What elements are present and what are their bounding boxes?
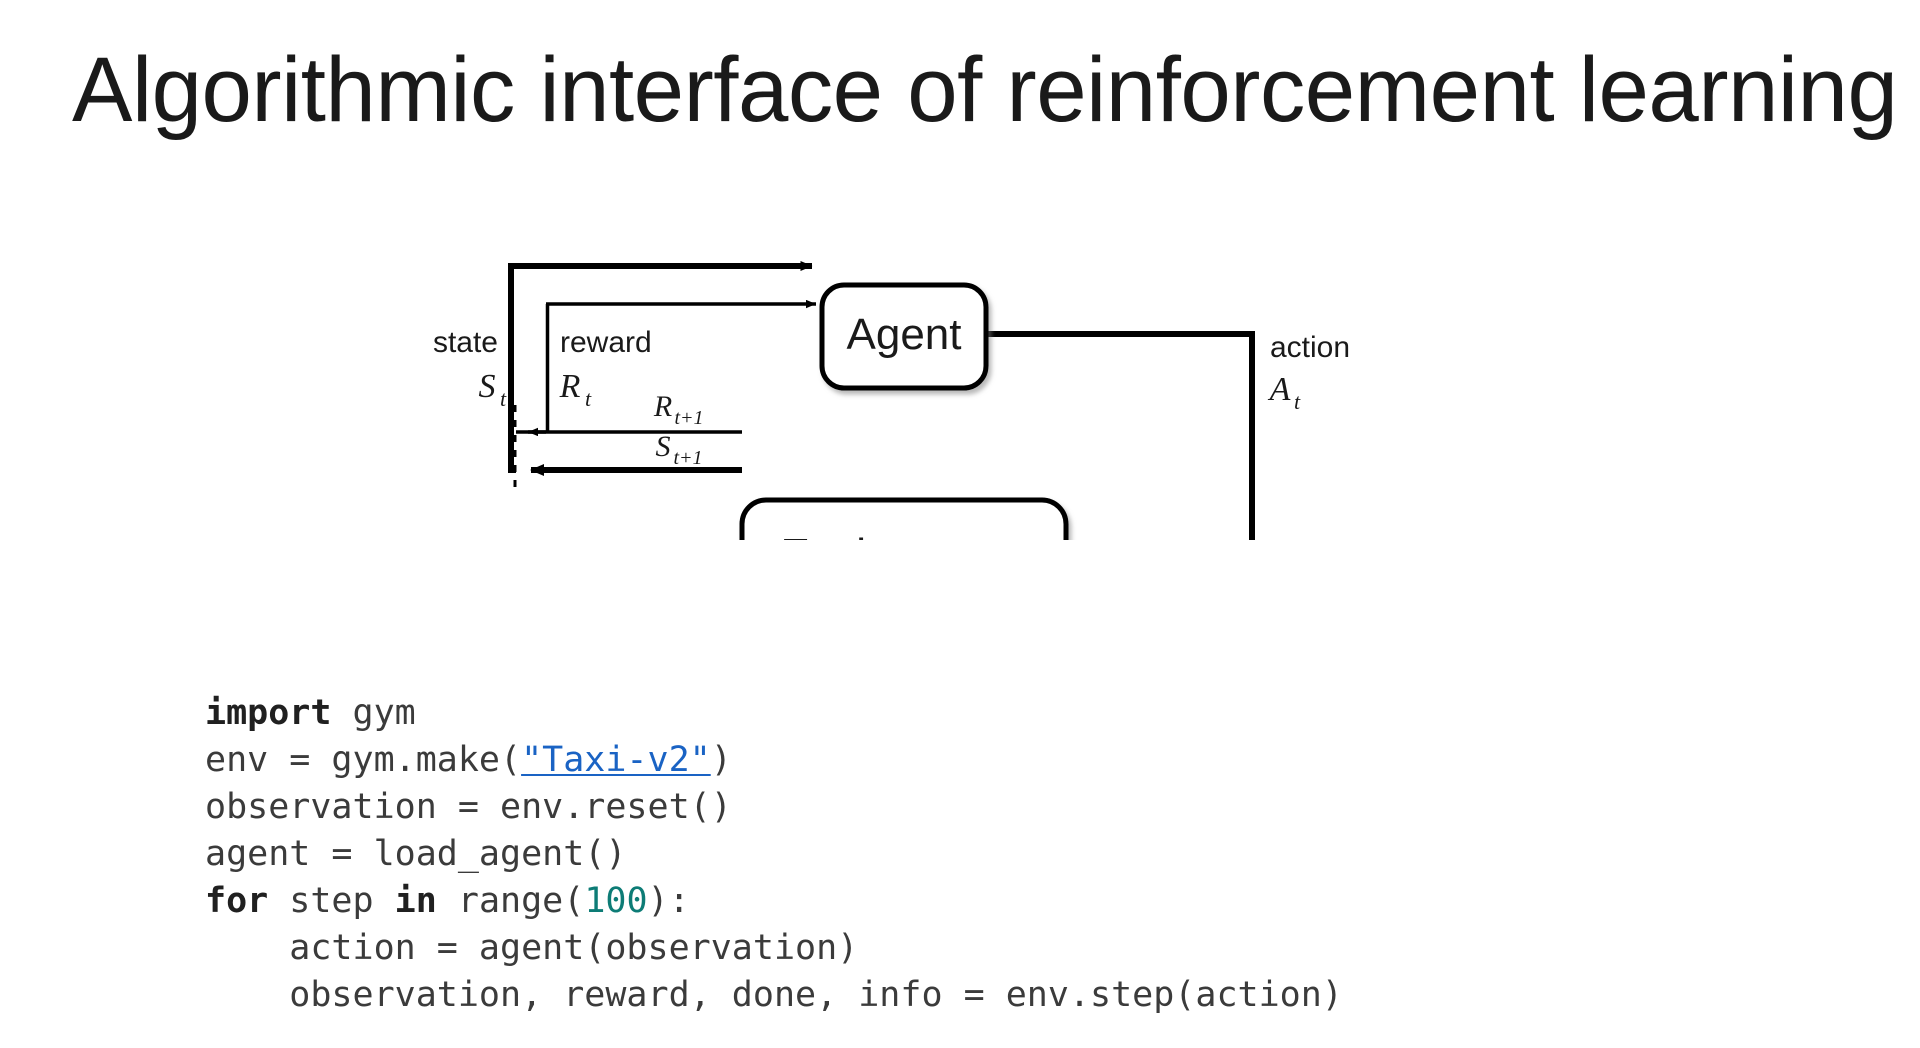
- rl-loop-diagram: Agent Environment state S t reward R t a…: [0, 200, 1920, 540]
- line-1: import gym: [205, 690, 1343, 737]
- line-4: agent = load_agent(): [205, 831, 1343, 878]
- svg-text:R: R: [653, 390, 672, 423]
- agent-node: Agent: [819, 282, 989, 391]
- environment-node: Environment: [739, 497, 1069, 540]
- svg-text:t: t: [1294, 389, 1301, 414]
- code-token-num: 100: [584, 881, 648, 921]
- code-token-plain: observation, reward, done, info = env.st…: [205, 975, 1343, 1015]
- line-7: observation, reward, done, info = env.st…: [205, 972, 1343, 1019]
- svg-text:t+1: t+1: [674, 407, 703, 429]
- svg-text:t: t: [585, 386, 592, 411]
- svg-text:R: R: [559, 368, 581, 405]
- code-token-plain: ):: [647, 881, 690, 921]
- reward-label: reward R t: [559, 326, 652, 411]
- action-label: action A t: [1268, 331, 1350, 414]
- code-token-str-link[interactable]: "Taxi-v2": [521, 740, 711, 780]
- agent-node-label: Agent: [847, 310, 962, 359]
- reward-next-label: R t+1: [653, 390, 704, 429]
- line-3: observation = env.reset(): [205, 784, 1343, 831]
- code-token-plain: agent = load_agent(): [205, 834, 627, 874]
- svg-text:reward: reward: [560, 326, 652, 359]
- code-token-plain: range(: [436, 881, 585, 921]
- state-next-label: S t+1: [656, 430, 703, 469]
- environment-node-label: Environment: [780, 530, 1027, 540]
- code-token-plain: observation = env.reset(): [205, 787, 732, 827]
- code-token-kw: in: [394, 881, 437, 921]
- line-5: for step in range(100):: [205, 878, 1343, 925]
- code-token-plain: action = agent(observation): [205, 928, 859, 968]
- svg-text:state: state: [433, 326, 498, 359]
- code-token-plain: ): [710, 740, 732, 780]
- svg-text:S: S: [656, 430, 671, 463]
- action-edge: [985, 331, 1255, 540]
- svg-text:t+1: t+1: [673, 447, 702, 469]
- svg-text:S: S: [479, 368, 496, 405]
- line-6: action = agent(observation): [205, 925, 1343, 972]
- code-token-plain: gym: [331, 693, 416, 733]
- svg-text:A: A: [1268, 371, 1291, 408]
- line-2: env = gym.make("Taxi-v2"): [205, 737, 1343, 784]
- code-token-plain: env = gym.make(: [205, 740, 522, 780]
- code-token-kw: import: [205, 693, 332, 733]
- svg-text:action: action: [1270, 331, 1350, 364]
- code-token-kw: for: [205, 881, 269, 921]
- page-title: Algorithmic interface of reinforcement l…: [72, 39, 1898, 141]
- svg-text:t: t: [500, 386, 507, 411]
- state-label: state S t: [433, 326, 507, 411]
- code-token-plain: step: [268, 881, 395, 921]
